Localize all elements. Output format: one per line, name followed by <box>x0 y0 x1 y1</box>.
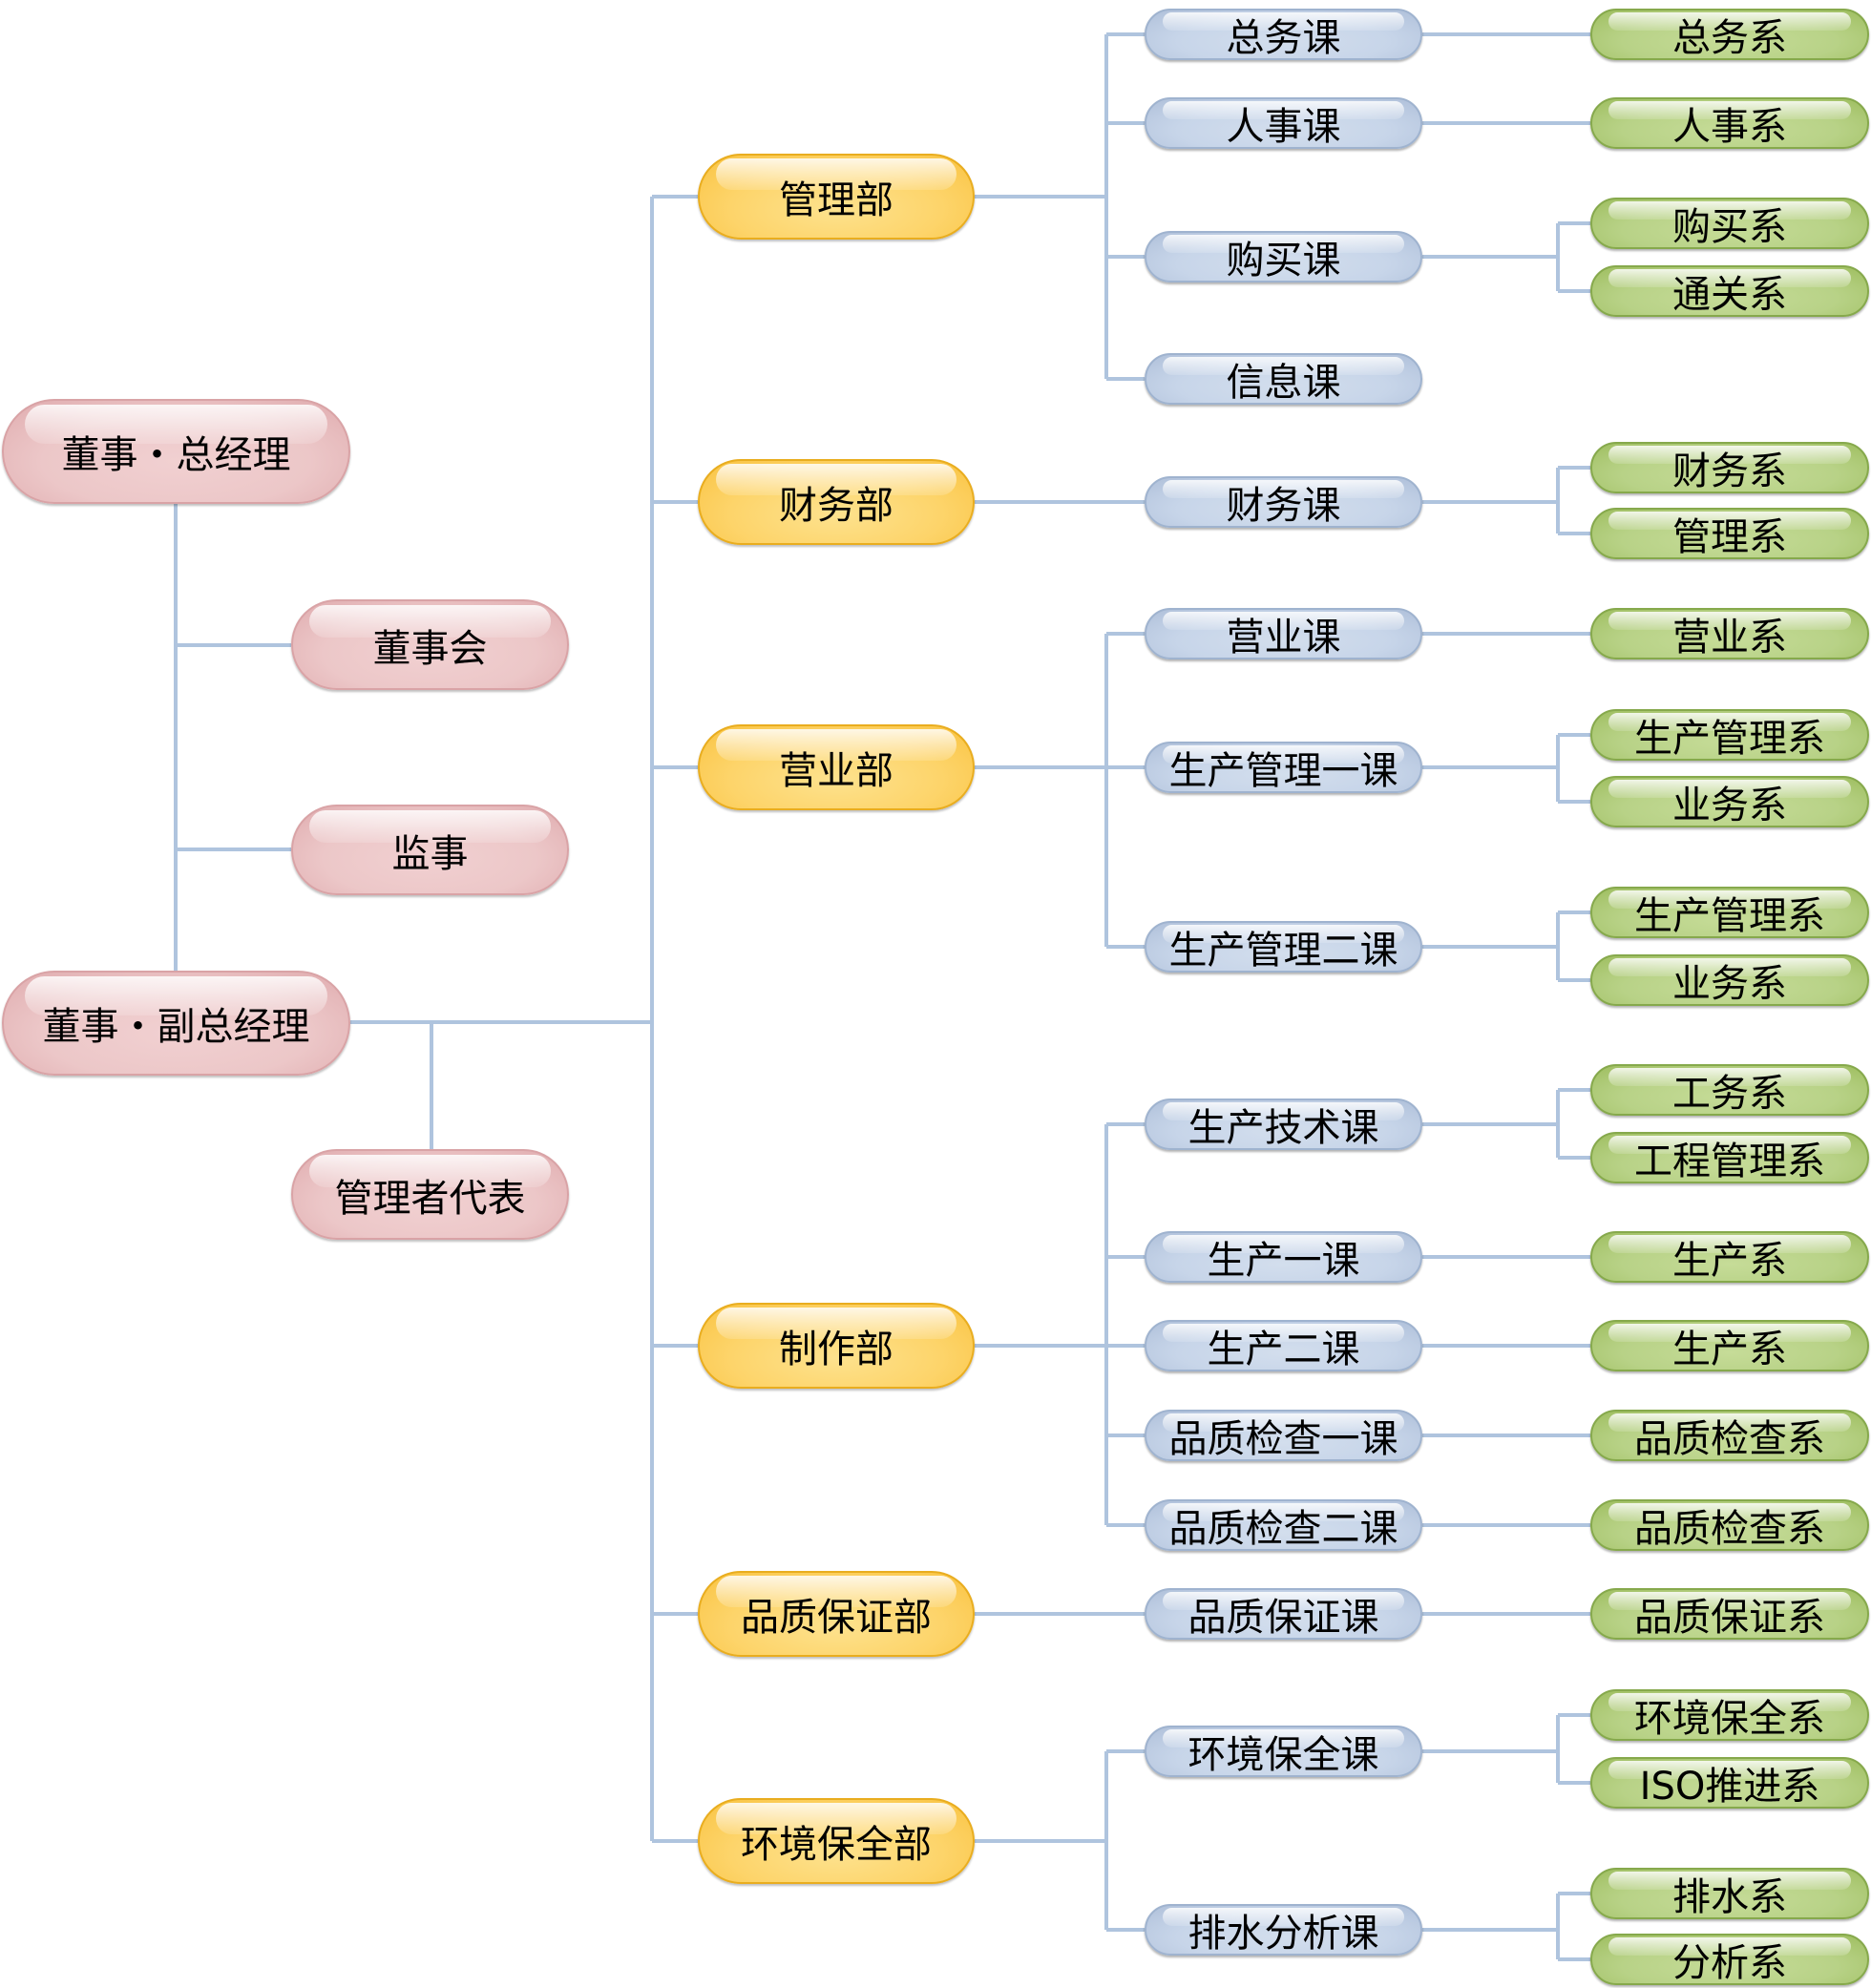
unit-node[interactable]: 生产管理系 <box>1590 709 1869 761</box>
unit-node[interactable]: 分析系 <box>1590 1934 1869 1985</box>
node-label: 生产管理二课 <box>1168 929 1398 973</box>
unit-node[interactable]: 购买系 <box>1590 198 1869 249</box>
node-label: 品质检查系 <box>1634 1417 1825 1461</box>
unit-node[interactable]: 品质保证系 <box>1590 1588 1869 1640</box>
section-node[interactable]: 排水分析课 <box>1145 1904 1422 1956</box>
unit-node[interactable]: 业务系 <box>1590 776 1869 827</box>
node-label: 购买系 <box>1672 205 1787 249</box>
section-node[interactable]: 信息课 <box>1145 353 1422 405</box>
node-label: 品质检查系 <box>1634 1507 1825 1551</box>
node-label: 营业课 <box>1226 616 1341 659</box>
node-management-representative[interactable]: 管理者代表 <box>291 1149 569 1240</box>
node-label: 管理系 <box>1672 515 1787 559</box>
node-label: 财务系 <box>1672 450 1787 493</box>
section-node[interactable]: 品质检查一课 <box>1145 1410 1422 1461</box>
unit-node[interactable]: 人事系 <box>1590 97 1869 149</box>
node-label: 生产技术课 <box>1188 1106 1379 1150</box>
node-label: 管理者代表 <box>334 1176 526 1221</box>
department-node[interactable]: 品质保证部 <box>698 1571 975 1657</box>
department-node[interactable]: 营业部 <box>698 724 975 810</box>
unit-node[interactable]: 工务系 <box>1590 1064 1869 1116</box>
node-label: 环境保全课 <box>1188 1733 1379 1777</box>
node-label: 总务系 <box>1672 16 1787 60</box>
node-label: 业务系 <box>1672 962 1787 1006</box>
section-node[interactable]: 品质保证课 <box>1145 1588 1422 1640</box>
node-label: 总务课 <box>1226 16 1341 60</box>
department-node[interactable]: 制作部 <box>698 1303 975 1389</box>
node-label: 监事 <box>391 831 469 876</box>
unit-node[interactable]: 排水系 <box>1590 1868 1869 1919</box>
section-node[interactable]: 购买课 <box>1145 231 1422 283</box>
unit-node[interactable]: 品质检查系 <box>1590 1499 1869 1551</box>
unit-node[interactable]: 财务系 <box>1590 442 1869 493</box>
node-label: 工程管理系 <box>1634 1140 1825 1183</box>
unit-node[interactable]: 生产管理系 <box>1590 887 1869 938</box>
unit-node[interactable]: 通关系 <box>1590 265 1869 317</box>
section-node[interactable]: 环境保全课 <box>1145 1726 1422 1777</box>
unit-node[interactable]: 生产系 <box>1590 1320 1869 1371</box>
node-label: 品质检查二课 <box>1168 1507 1398 1551</box>
node-label: 品质保证课 <box>1188 1596 1379 1640</box>
unit-node[interactable]: ISO推进系 <box>1590 1757 1869 1809</box>
unit-node[interactable]: 工程管理系 <box>1590 1132 1869 1183</box>
section-node[interactable]: 品质检查二课 <box>1145 1499 1422 1551</box>
node-label: 生产管理一课 <box>1168 749 1398 793</box>
section-node[interactable]: 生产技术课 <box>1145 1099 1422 1150</box>
node-label: 购买课 <box>1226 239 1341 283</box>
node-label: ISO推进系 <box>1639 1765 1820 1809</box>
node-label: 董事・总经理 <box>61 433 291 477</box>
node-label: 排水分析课 <box>1188 1912 1379 1956</box>
section-node[interactable]: 总务课 <box>1145 9 1422 60</box>
unit-node[interactable]: 品质检查系 <box>1590 1410 1869 1461</box>
unit-node[interactable]: 环境保全系 <box>1590 1689 1869 1741</box>
department-node[interactable]: 管理部 <box>698 154 975 240</box>
node-label: 董事・副总经理 <box>42 1005 310 1049</box>
section-node[interactable]: 生产管理二课 <box>1145 921 1422 973</box>
section-node[interactable]: 生产管理一课 <box>1145 742 1422 793</box>
node-label: 生产系 <box>1672 1328 1787 1371</box>
section-node[interactable]: 生产一课 <box>1145 1231 1422 1283</box>
node-label: 管理部 <box>779 178 893 222</box>
node-label: 环境保全部 <box>741 1823 932 1867</box>
node-label: 营业系 <box>1672 616 1787 659</box>
node-label: 生产二课 <box>1207 1328 1360 1371</box>
node-label: 生产系 <box>1672 1239 1787 1283</box>
node-label: 生产管理系 <box>1634 894 1825 938</box>
section-node[interactable]: 财务课 <box>1145 476 1422 528</box>
node-label: 分析系 <box>1672 1941 1787 1985</box>
section-node[interactable]: 营业课 <box>1145 608 1422 659</box>
node-label: 财务部 <box>779 484 893 528</box>
unit-node[interactable]: 管理系 <box>1590 508 1869 559</box>
node-label: 董事会 <box>372 626 488 671</box>
node-label: 业务系 <box>1672 784 1787 827</box>
node-label: 制作部 <box>779 1328 893 1371</box>
node-vice-president[interactable]: 董事・副总经理 <box>2 971 350 1076</box>
section-node[interactable]: 生产二课 <box>1145 1320 1422 1371</box>
unit-node[interactable]: 总务系 <box>1590 9 1869 60</box>
node-label: 信息课 <box>1226 361 1341 405</box>
node-label: 财务课 <box>1226 484 1341 528</box>
node-label: 人事课 <box>1226 105 1341 149</box>
node-president[interactable]: 董事・总经理 <box>2 399 350 504</box>
unit-node[interactable]: 业务系 <box>1590 954 1869 1006</box>
node-label: 品质保证部 <box>741 1596 932 1640</box>
node-label: 工务系 <box>1672 1072 1787 1116</box>
node-supervisor[interactable]: 监事 <box>291 805 569 895</box>
node-label: 通关系 <box>1672 273 1787 317</box>
node-label: 营业部 <box>779 749 893 793</box>
section-node[interactable]: 人事课 <box>1145 97 1422 149</box>
node-label: 品质检查一课 <box>1168 1417 1398 1461</box>
node-label: 生产一课 <box>1207 1239 1360 1283</box>
node-label: 生产管理系 <box>1634 717 1825 761</box>
node-label: 排水系 <box>1672 1875 1787 1919</box>
unit-node[interactable]: 营业系 <box>1590 608 1869 659</box>
node-label: 环境保全系 <box>1634 1697 1825 1741</box>
node-label: 人事系 <box>1672 105 1787 149</box>
department-node[interactable]: 环境保全部 <box>698 1798 975 1884</box>
unit-node[interactable]: 生产系 <box>1590 1231 1869 1283</box>
department-node[interactable]: 财务部 <box>698 459 975 545</box>
node-label: 品质保证系 <box>1634 1596 1825 1640</box>
node-board[interactable]: 董事会 <box>291 599 569 690</box>
